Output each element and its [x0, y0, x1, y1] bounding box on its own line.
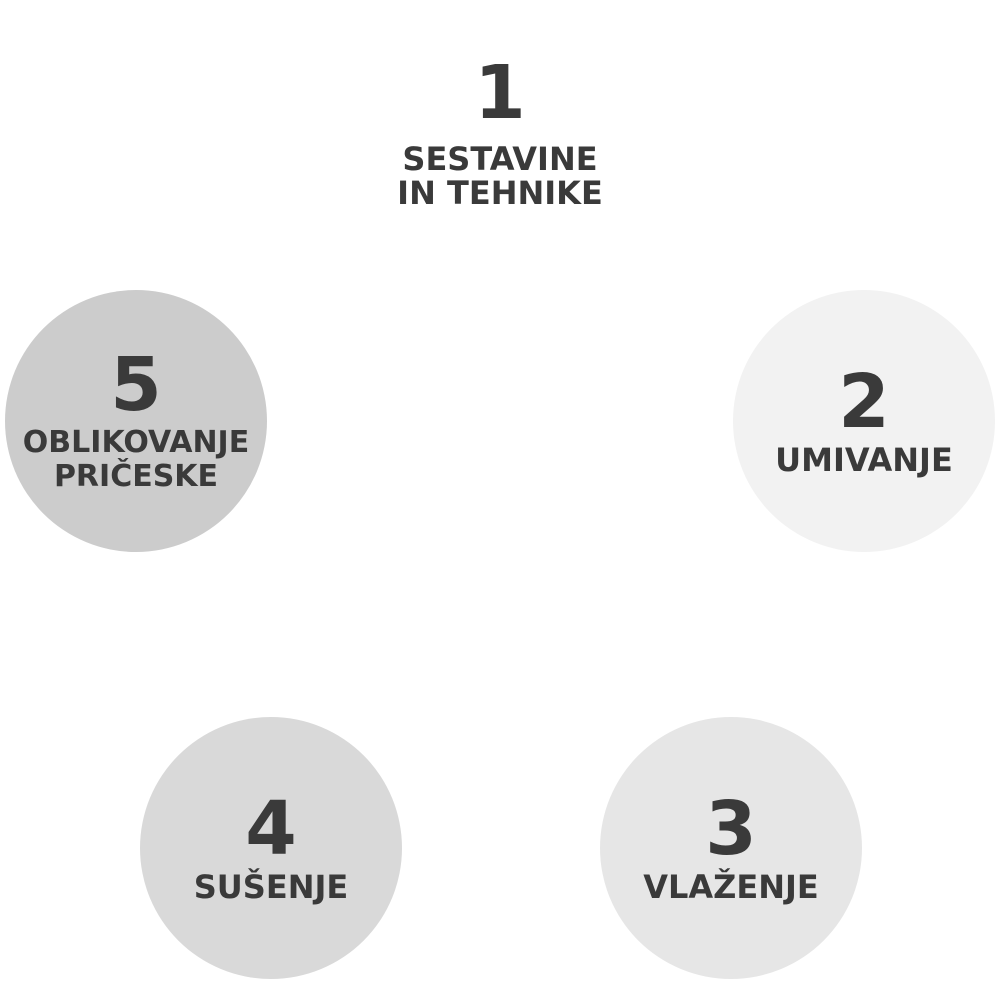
step-number: 2 [838, 359, 890, 445]
step-4-circle: 4 SUŠENJE [140, 717, 402, 979]
step-number: 3 [705, 786, 757, 872]
step-number: 4 [245, 786, 297, 872]
step-5-circle: 5 OBLIKOVANJE PRIČESKE [5, 290, 267, 552]
step-label: OBLIKOVANJE PRIČESKE [22, 425, 250, 494]
step-1-sestavine: 1 SESTAVINE IN TEHNIKE [369, 56, 631, 210]
step-label: VLAŽENJE [643, 868, 819, 906]
step-3-circle: 3 VLAŽENJE [600, 717, 862, 979]
step-number: 1 [474, 50, 526, 136]
step-number: 5 [110, 342, 162, 428]
step-2-circle: 2 UMIVANJE [733, 290, 995, 552]
step-label: SESTAVINE IN TEHNIKE [397, 140, 603, 212]
step-label: SUŠENJE [193, 868, 349, 906]
step-label: UMIVANJE [775, 441, 953, 479]
